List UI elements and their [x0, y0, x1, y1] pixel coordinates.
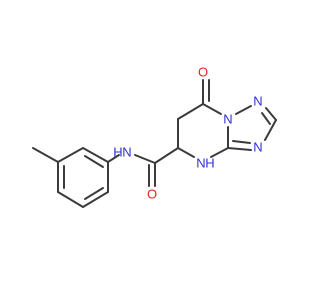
atom-n-ring-nh: N — [196, 156, 205, 171]
bond-methyl — [32, 147, 59, 163]
molecule-structure-diagram: O O N H N H N N N — [32, 65, 277, 208]
bond-benzene-1 — [57, 147, 84, 163]
atom-n-right: N — [253, 140, 262, 155]
atom-o-amide: O — [147, 187, 157, 202]
bonds — [32, 79, 277, 208]
bond-ntop-c2 — [265, 107, 277, 121]
bond-nright-c3a — [227, 147, 252, 151]
atom-n-amide: N — [122, 145, 131, 160]
bond-ntop-c2-double — [261, 112, 271, 125]
bond-nright-c3a-double — [232, 140, 251, 144]
bond-aryl-n — [107, 154, 120, 163]
bond-c7-nbridge — [202, 103, 222, 115]
atom-h-ring-nh: H — [205, 156, 214, 171]
bond-benzene-4-inner — [84, 187, 104, 200]
bond-benzene-5 — [57, 191, 84, 208]
bond-c3a-nh — [210, 147, 229, 158]
atom-n-top: N — [253, 94, 262, 109]
bond-nbridge-ntop — [235, 105, 252, 115]
atom-labels: O O N H N H N N N — [113, 65, 262, 202]
bond-c2-nright — [264, 119, 277, 141]
atom-o-ketone: O — [198, 65, 208, 80]
bond-ch2-c7 — [177, 103, 204, 120]
bond-benzene-4 — [82, 191, 109, 208]
bond-carbonyl-c5 — [154, 147, 179, 164]
bond-n-carbonyl — [134, 154, 156, 164]
bond-benzene-2 — [82, 147, 109, 163]
atom-h-amide: H — [113, 145, 122, 160]
atom-n-bridge: N — [223, 112, 232, 127]
bond-benzene-2-inner — [84, 155, 104, 168]
bond-nh-c5 — [177, 147, 195, 158]
